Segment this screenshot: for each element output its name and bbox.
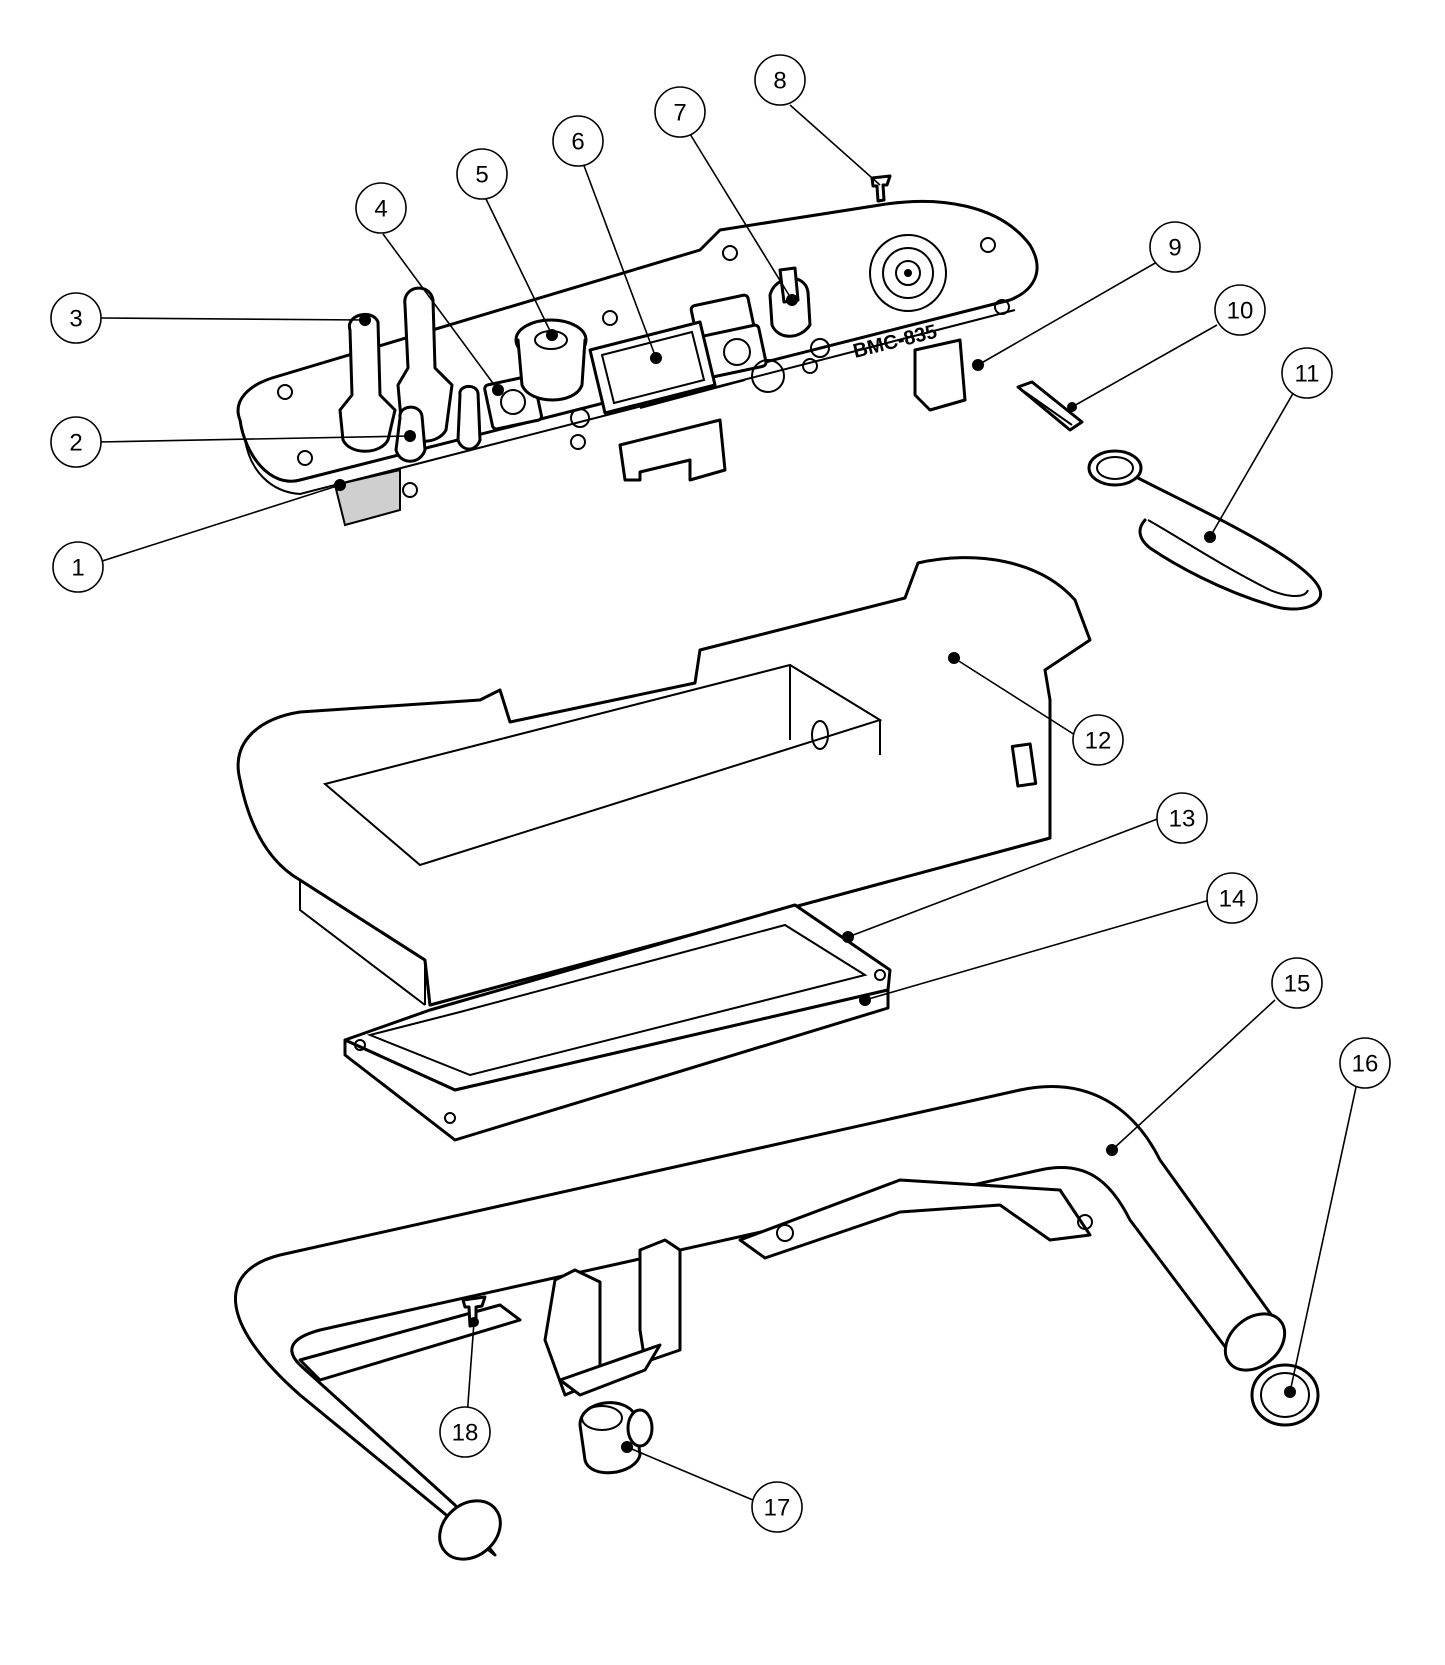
- handle-tube-part-15: [234, 1085, 1287, 1561]
- callout-label: 4: [374, 196, 387, 223]
- enclosure-housing-part-12: [236, 556, 1092, 1007]
- callout-label: 13: [1169, 806, 1196, 833]
- callout-label: 10: [1227, 298, 1254, 325]
- callout-label: 15: [1284, 971, 1311, 998]
- callout-3: 3: [50, 292, 102, 344]
- callout-label: 11: [1295, 361, 1320, 388]
- callout-11: 11: [1281, 347, 1333, 399]
- base-plate-part-14: [343, 969, 890, 1142]
- callout-label: 3: [69, 306, 82, 333]
- callout-5: 5: [456, 148, 508, 200]
- callout-7: 7: [654, 86, 706, 138]
- callout-label: 18: [452, 1420, 479, 1447]
- callout-label: 9: [1168, 235, 1181, 262]
- callout-9: 9: [1149, 221, 1201, 273]
- callout-12: 12: [1072, 714, 1124, 766]
- callout-label: 1: [71, 555, 84, 582]
- callout-label: 14: [1219, 886, 1246, 913]
- callout-13: 13: [1156, 792, 1208, 844]
- callout-label: 7: [673, 100, 686, 127]
- leader-dots: [334, 294, 1296, 1453]
- callout-6: 6: [552, 115, 604, 167]
- callout-8: 8: [754, 54, 806, 106]
- callout-15: 15: [1271, 957, 1323, 1009]
- leader-lines: [95, 104, 1359, 1504]
- lanyard-loop-part-11: [1087, 449, 1323, 611]
- callout-label: 2: [69, 430, 82, 457]
- callout-4: 4: [355, 182, 407, 234]
- callout-1: 1: [52, 541, 104, 593]
- callout-16: 16: [1339, 1037, 1391, 1089]
- callout-18: 18: [439, 1406, 491, 1458]
- callout-label: 16: [1352, 1051, 1379, 1078]
- callout-17: 17: [751, 1481, 803, 1533]
- callout-label: 6: [571, 129, 584, 156]
- callout-label: 5: [475, 162, 488, 189]
- callout-label: 8: [773, 68, 786, 95]
- callout-2: 2: [50, 416, 102, 468]
- callout-14: 14: [1206, 872, 1258, 924]
- callout-label: 12: [1085, 728, 1112, 755]
- callout-10: 10: [1214, 284, 1266, 336]
- callout-label: 17: [764, 1495, 791, 1522]
- connector-part-10: [1016, 380, 1084, 432]
- knob-part-17: [578, 1401, 654, 1475]
- control-panel-board: BMC-835: [236, 174, 1039, 527]
